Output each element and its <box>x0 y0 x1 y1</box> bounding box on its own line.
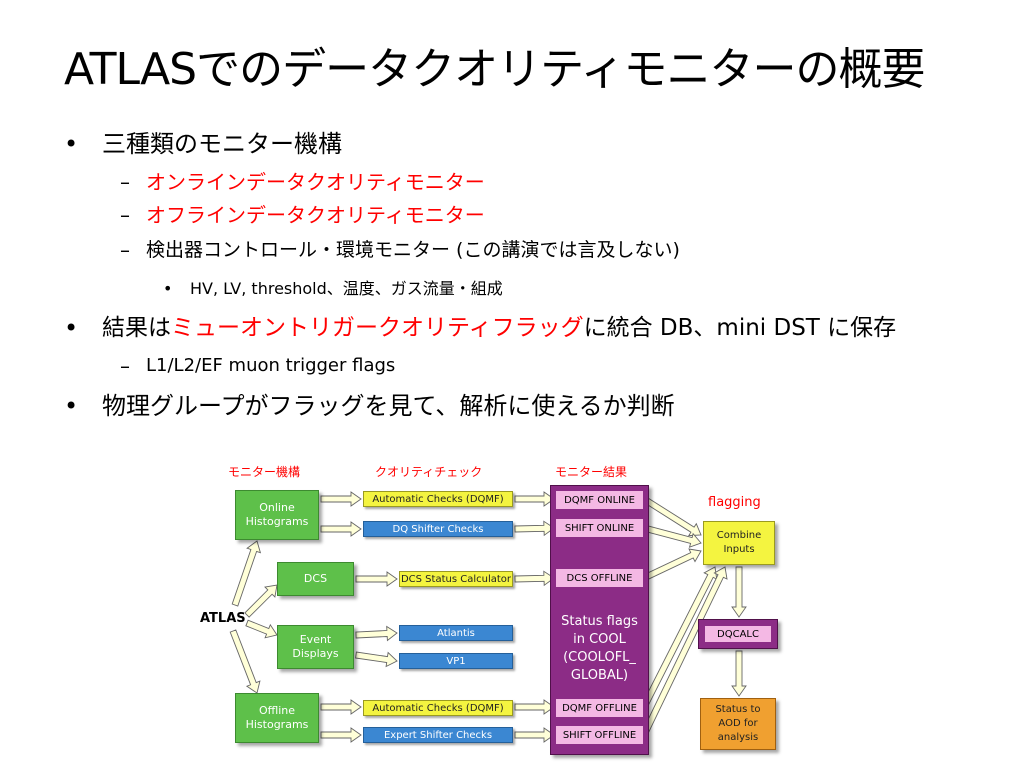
header-monitor: モニター機構 <box>228 465 301 479</box>
arrow-shifter-shift-online <box>514 520 555 537</box>
dcs-box: DCS <box>277 562 354 596</box>
arrow-shift-offline-combine <box>640 566 728 737</box>
arrow-auto-dqmf-offline <box>514 699 555 715</box>
dash-marker: – <box>120 354 130 378</box>
status-to-aod-line1: Status to <box>715 704 761 715</box>
arrow-auto-dqmf-online <box>514 491 555 507</box>
arrow-atlas-event <box>245 619 278 639</box>
status-flags-line4: GLOBAL) <box>570 668 629 683</box>
status-flags-in-cool-label: Status flags in COOL (COOLOFL_ GLOBAL) <box>550 613 649 685</box>
offline-histograms-line2: Histograms <box>245 718 309 731</box>
atlantis-box: Atlantis <box>399 625 513 641</box>
event-displays-box: Event Displays <box>277 625 354 669</box>
status-to-aod-line2: AOD for <box>718 718 758 729</box>
bullet-marker-small: • <box>163 279 173 298</box>
bullet-results: 結果はミューオントリガークオリティフラッグに統合 DB、mini DST に保存 <box>102 315 897 341</box>
arrow-event-vp1 <box>355 651 398 668</box>
sub-detector-control: 検出器コントロール・環境モニター (この講演では言及しない) <box>146 239 680 261</box>
online-histograms-box: Online Histograms <box>235 490 319 540</box>
dcs-offline-box: DCS OFFLINE <box>556 569 643 587</box>
automatic-checks-offline-label: Automatic Checks (DQMF) <box>372 702 504 714</box>
arrow-combine-dqcalc <box>731 566 747 618</box>
arrow-dqcalc-aod <box>731 650 747 697</box>
dash-marker: – <box>120 170 130 194</box>
dcs-label: DCS <box>303 572 328 585</box>
arrow-expert-shift-offline <box>514 727 555 743</box>
arrow-event-atlantis <box>355 625 398 642</box>
bullet-marker: • <box>64 130 79 158</box>
arrow-offline-auto <box>320 699 362 715</box>
status-flags-line3: (COOLOFL_ <box>563 650 636 665</box>
status-flags-line1: Status flags <box>561 614 638 629</box>
arrow-dcs-calc <box>355 571 398 587</box>
slide-title: ATLASでのデータクオリティモニターの概要 <box>64 44 925 95</box>
dqcalc-label: DQCALC <box>717 628 759 640</box>
dqmf-online-label: DQMF ONLINE <box>564 494 635 506</box>
dcs-status-calculator-box: DCS Status Calculator <box>399 571 513 587</box>
shift-offline-label: SHIFT OFFLINE <box>562 729 637 741</box>
online-histograms-line1: Online <box>259 501 295 514</box>
arrow-offline-expert <box>320 727 362 743</box>
dq-flow-diagram: モニター機構 クオリティチェック モニター結果 flagging ATLAS O… <box>195 455 795 765</box>
arrow-online-shifter <box>320 521 362 537</box>
status-flags-line2: in COOL <box>573 632 626 647</box>
bullet-physics-groups: 物理グループがフラッグを見て、解析に使えるか判断 <box>102 392 675 420</box>
combine-inputs-box: Combine Inputs <box>703 521 775 565</box>
expert-shifter-checks-label: Expert Shifter Checks <box>383 729 493 741</box>
expert-shifter-checks-box: Expert Shifter Checks <box>363 727 513 743</box>
shift-online-label: SHIFT ONLINE <box>564 522 635 534</box>
dqmf-offline-label: DQMF OFFLINE <box>562 702 637 714</box>
flow-arrows <box>229 491 747 743</box>
arrow-dcs-offline-combine <box>642 548 702 582</box>
status-to-aod-box: Status to AOD for analysis <box>700 698 776 750</box>
arrow-atlas-online <box>231 540 262 607</box>
combine-inputs-line2: Inputs <box>723 544 755 555</box>
dash-marker: – <box>120 238 130 262</box>
automatic-checks-online-label: Automatic Checks (DQMF) <box>372 493 504 505</box>
event-displays-line1: Event <box>299 633 332 646</box>
vp1-box: VP1 <box>399 653 513 669</box>
automatic-checks-online-box: Automatic Checks (DQMF) <box>363 491 513 507</box>
arrow-calc-dcs-offline <box>514 570 555 587</box>
dq-shifter-checks-label: DQ Shifter Checks <box>392 523 484 535</box>
sub-muon-trigger-flags: L1/L2/EF muon trigger flags <box>146 355 396 376</box>
offline-histograms-box: Offline Histograms <box>235 693 319 743</box>
sub-sub-hv-lv: HV, LV, threshold、温度、ガス流量・組成 <box>190 279 503 298</box>
arrow-dqmf-offline-combine <box>640 566 718 710</box>
bullet-marker: • <box>64 314 79 342</box>
event-displays-line2: Displays <box>292 647 339 660</box>
arrow-atlas-dcs <box>244 584 278 618</box>
arrow-online-auto <box>320 491 362 507</box>
bullet-three-monitors: 三種類のモニター機構 <box>102 130 342 158</box>
dq-shifter-checks-box: DQ Shifter Checks <box>363 521 513 537</box>
shift-offline-box: SHIFT OFFLINE <box>556 726 643 744</box>
dcs-status-calculator-label: DCS Status Calculator <box>400 573 512 585</box>
header-quality-check: クオリティチェック <box>375 465 483 479</box>
dqcalc-box: DQCALC <box>698 619 778 649</box>
bullet-marker: • <box>64 392 79 420</box>
online-histograms-line2: Histograms <box>245 515 309 528</box>
automatic-checks-offline-box: Automatic Checks (DQMF) <box>363 700 513 716</box>
header-monitor-result: モニター結果 <box>555 465 628 479</box>
offline-histograms-line1: Offline <box>258 704 296 717</box>
arrow-atlas-offline <box>229 629 261 694</box>
sub-online-dq: オンラインデータクオリティモニター <box>146 170 485 194</box>
arrow-dqmf-online-combine <box>641 495 702 537</box>
vp1-label: VP1 <box>446 655 466 667</box>
arrow-shift-online-combine <box>642 524 702 548</box>
dqmf-offline-box: DQMF OFFLINE <box>556 699 643 717</box>
header-flagging: flagging <box>708 495 761 510</box>
atlantis-label: Atlantis <box>437 627 475 639</box>
dcs-offline-label: DCS OFFLINE <box>566 572 633 584</box>
dqmf-online-box: DQMF ONLINE <box>556 491 643 509</box>
dash-marker: – <box>120 203 130 227</box>
sub-offline-dq: オフラインデータクオリティモニター <box>146 203 485 227</box>
atlas-label: ATLAS <box>200 611 246 626</box>
status-to-aod-line3: analysis <box>717 732 759 743</box>
dqcalc-inner: DQCALC <box>705 626 771 642</box>
combine-inputs-line1: Combine <box>716 530 762 541</box>
shift-online-box: SHIFT ONLINE <box>556 519 643 537</box>
